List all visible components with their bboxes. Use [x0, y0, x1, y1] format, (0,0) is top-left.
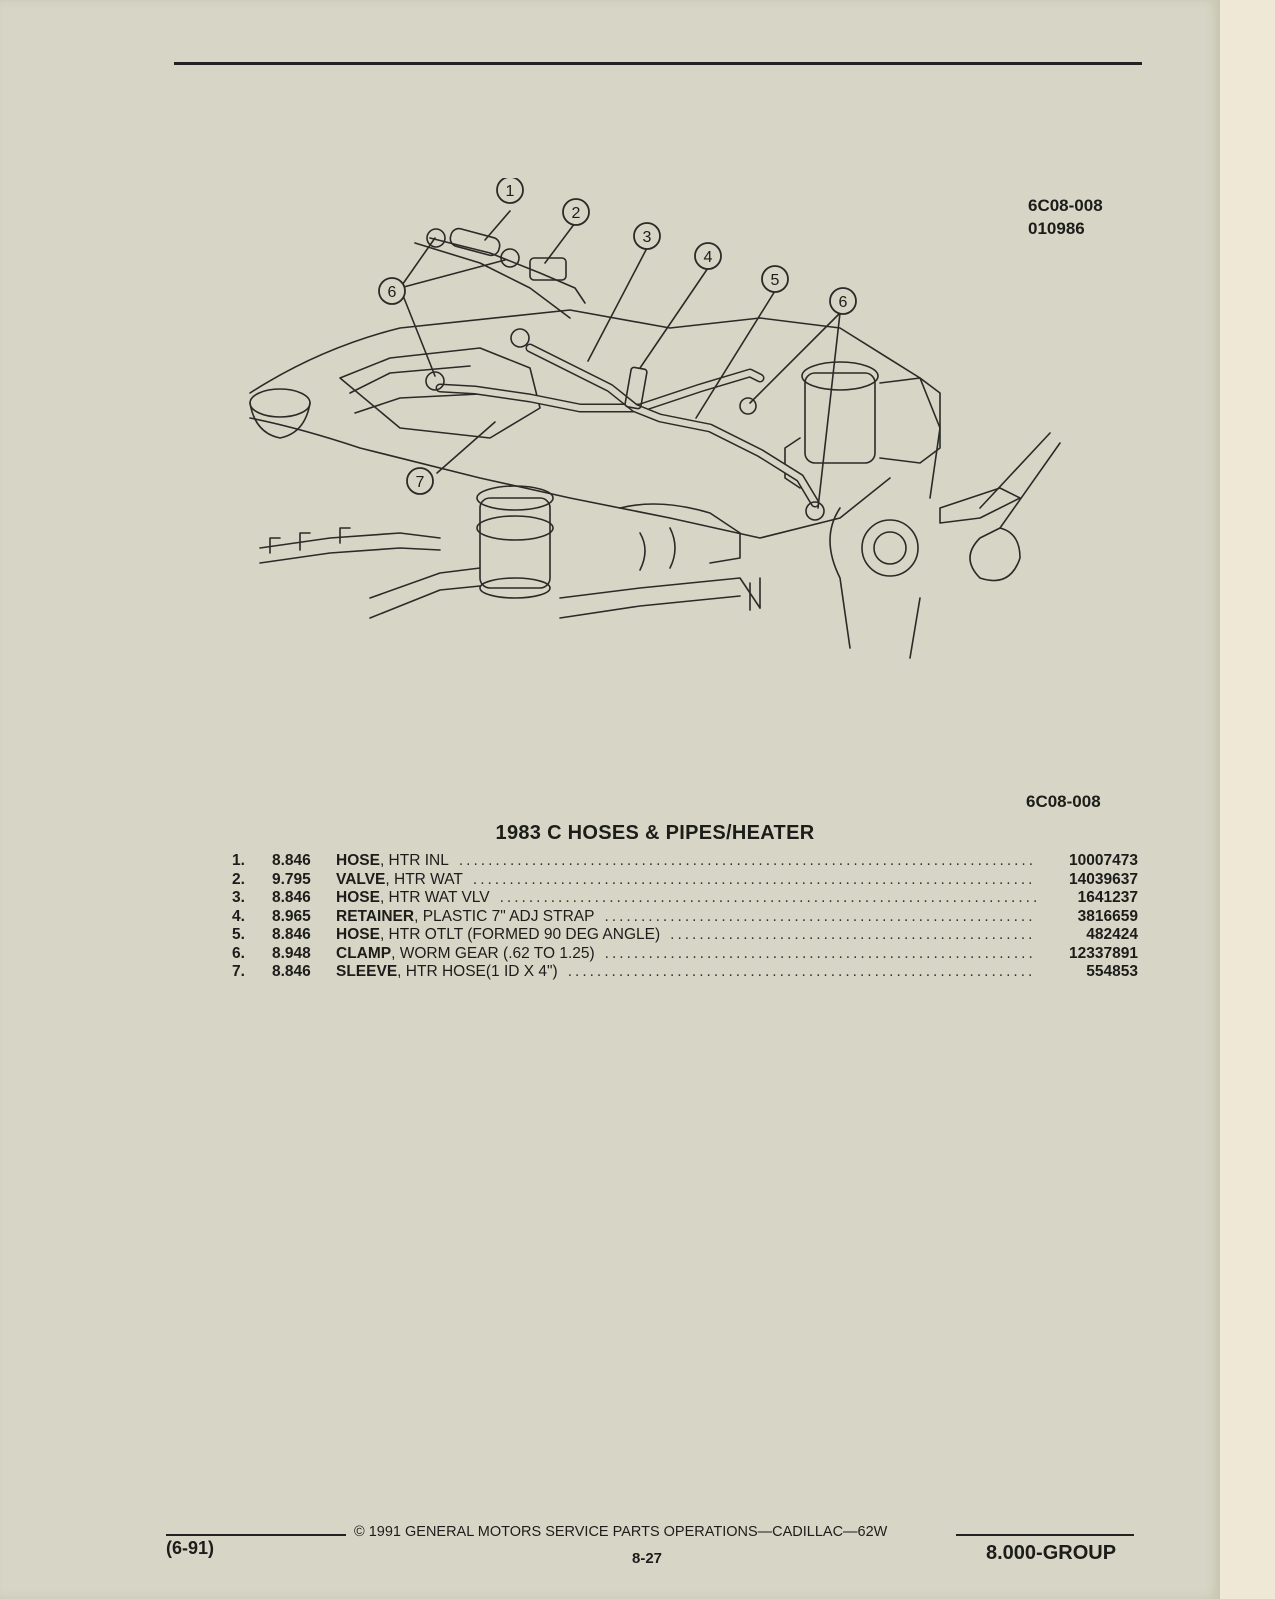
leader-dots — [459, 852, 1036, 870]
part-detail: , HTR HOSE(1 ID X 4") — [397, 963, 558, 980]
part-noun: HOSE — [336, 889, 380, 906]
leader-dots — [605, 945, 1036, 963]
part-number: 3816659 — [1077, 907, 1138, 925]
figure-ref-date: 010986 — [1028, 219, 1085, 238]
part-detail: , WORM GEAR (.62 TO 1.25) — [391, 944, 595, 962]
leader-dots — [500, 889, 1036, 907]
part-description: VALVE, HTR WAT — [336, 871, 463, 889]
group-number: 8.948 — [272, 944, 311, 962]
part-detail: , HTR WAT VLV — [379, 889, 490, 906]
part-description: HOSE, HTR WAT VLV — [336, 889, 490, 907]
top-rule — [174, 62, 1142, 65]
callout-7: 7 — [416, 474, 425, 491]
part-number: 10007473 — [1069, 852, 1138, 869]
page-title: 1983 C HOSES & PIPES/HEATER — [495, 822, 815, 844]
footer-rule-left — [166, 1534, 346, 1536]
item-number: 6. — [232, 944, 245, 962]
parts-row: 7. 8.846 SLEEVE, HTR HOSE(1 ID X 4") 554… — [232, 963, 1138, 982]
page-edge — [1220, 0, 1275, 1599]
item-number: 4. — [232, 907, 245, 925]
part-description: HOSE, HTR INL — [336, 852, 449, 870]
group-number: 8.965 — [272, 907, 311, 925]
item-number: 1. — [232, 852, 245, 869]
parts-row: 6. 8.948 CLAMP, WORM GEAR (.62 TO 1.25) … — [232, 945, 1138, 964]
figure-ref-code: 6C08-008 — [1028, 196, 1103, 215]
part-noun: HOSE — [336, 926, 380, 943]
part-noun: CLAMP — [336, 944, 392, 962]
group-number: 9.795 — [272, 870, 311, 888]
part-number: 12337891 — [1069, 944, 1138, 962]
part-noun: SLEEVE — [336, 963, 398, 980]
parts-row: 3. 8.846 HOSE, HTR WAT VLV 1641237 — [232, 889, 1138, 908]
parts-row: 5. 8.846 HOSE, HTR OTLT (FORMED 90 DEG A… — [232, 926, 1138, 945]
part-noun: VALVE — [336, 870, 386, 888]
part-noun: HOSE — [336, 852, 380, 869]
parts-row: 1. 8.846 HOSE, HTR INL 10007473 — [232, 852, 1138, 871]
group-number: 8.846 — [272, 889, 311, 906]
item-number: 2. — [232, 870, 245, 888]
part-description: CLAMP, WORM GEAR (.62 TO 1.25) — [336, 945, 595, 963]
leader-dots — [670, 926, 1036, 944]
parts-list: 1. 8.846 HOSE, HTR INL 10007473 2. 9.795… — [232, 852, 1138, 982]
part-noun: RETAINER — [336, 907, 415, 925]
item-number: 3. — [232, 889, 245, 906]
group-number: 8.846 — [272, 963, 311, 980]
footer-rule-right — [956, 1534, 1134, 1536]
leader-dots — [473, 871, 1036, 889]
part-detail: , HTR WAT — [385, 870, 463, 888]
leader-dots — [604, 908, 1036, 926]
part-number: 482424 — [1086, 926, 1138, 943]
part-detail: , PLASTIC 7" ADJ STRAP — [414, 907, 595, 925]
part-number: 1641237 — [1077, 889, 1138, 906]
callout-1: 1 — [506, 183, 515, 200]
page-sheet — [0, 0, 1220, 1599]
figure-caption-code: 6C08-008 — [1026, 792, 1101, 811]
callout-5: 5 — [771, 272, 780, 289]
callout-2: 2 — [572, 205, 581, 222]
leader-dots — [568, 963, 1036, 981]
parts-row: 4. 8.965 RETAINER, PLASTIC 7" ADJ STRAP … — [232, 908, 1138, 927]
footer-copyright: © 1991 GENERAL MOTORS SERVICE PARTS OPER… — [354, 1524, 888, 1540]
callout-6-right: 6 — [839, 294, 848, 311]
group-number: 8.846 — [272, 852, 311, 869]
part-description: HOSE, HTR OTLT (FORMED 90 DEG ANGLE) — [336, 926, 660, 944]
group-number: 8.846 — [272, 926, 311, 943]
heater-hose-illustration: 1 2 3 4 5 6 6 7 — [249, 178, 1061, 659]
figure-ref-block: 6C08-008 010986 — [1028, 194, 1103, 240]
part-description: SLEEVE, HTR HOSE(1 ID X 4") — [336, 963, 558, 981]
part-detail: , HTR INL — [379, 852, 449, 869]
callout-4: 4 — [704, 249, 713, 266]
item-number: 7. — [232, 963, 245, 980]
callout-6-left: 6 — [388, 284, 397, 301]
item-number: 5. — [232, 926, 245, 943]
part-number: 554853 — [1086, 963, 1138, 980]
part-detail: , HTR OTLT (FORMED 90 DEG ANGLE) — [379, 926, 661, 943]
footer-revision: (6-91) — [166, 1538, 215, 1558]
footer-group: 8.000-GROUP — [986, 1542, 1117, 1564]
parts-row: 2. 9.795 VALVE, HTR WAT 14039637 — [232, 871, 1138, 890]
footer-page-number: 8-27 — [632, 1550, 663, 1567]
part-number: 14039637 — [1069, 870, 1138, 888]
callout-3: 3 — [643, 229, 652, 246]
part-description: RETAINER, PLASTIC 7" ADJ STRAP — [336, 908, 594, 926]
